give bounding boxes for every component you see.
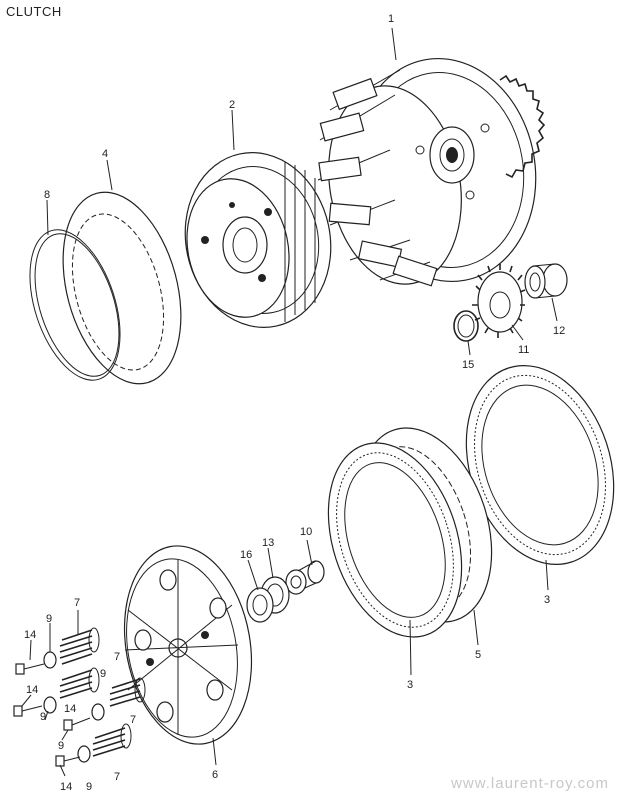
callout-1: 1 <box>388 13 394 25</box>
callout-5: 5 <box>475 649 481 661</box>
friction-disc-3-left <box>327 442 463 638</box>
callout-14-b: 14 <box>26 684 38 696</box>
clutch-plate-4 <box>62 191 182 385</box>
clutch-center <box>184 152 332 328</box>
callout-9-a: 9 <box>46 613 52 625</box>
callout-3-right: 3 <box>544 594 550 606</box>
callout-14-c: 14 <box>64 703 76 715</box>
callout-10: 10 <box>300 526 312 538</box>
callout-12: 12 <box>553 325 565 337</box>
washer-9-d <box>77 745 91 763</box>
watermark: www.laurent-roy.com <box>451 775 609 792</box>
spring-7-a <box>59 627 100 665</box>
callout-11: 11 <box>518 344 529 356</box>
callout-8: 8 <box>44 189 50 201</box>
washer-9-a <box>43 651 57 669</box>
callout-7-a: 7 <box>74 597 80 609</box>
callout-15: 15 <box>462 359 474 371</box>
bushing-12 <box>524 263 568 299</box>
bolt-14-c <box>63 717 91 731</box>
washer-9-c <box>91 703 105 721</box>
callout-6: 6 <box>212 769 218 781</box>
callout-9-b: 9 <box>100 668 106 680</box>
snap-ring-15 <box>453 310 479 342</box>
lifter-piece-10 <box>285 560 325 595</box>
callout-2: 2 <box>229 99 235 111</box>
bolt-14-a <box>15 663 45 675</box>
spring-7-c <box>109 677 146 707</box>
washer-9-b <box>43 696 57 714</box>
spring-7-d <box>92 723 132 757</box>
callout-9-d: 9 <box>58 740 64 752</box>
spring-7-b <box>59 667 100 699</box>
callout-16: 16 <box>240 549 252 561</box>
wire-ring-8 <box>29 229 121 381</box>
callout-14-d: 14 <box>60 781 72 793</box>
diagram-title: CLUTCH <box>6 4 62 19</box>
bolt-14-d <box>55 755 81 767</box>
callout-9-e: 9 <box>86 781 92 793</box>
clutch-outer-housing <box>317 57 546 287</box>
callout-7-c: 7 <box>130 714 136 726</box>
leader-lines <box>21 27 558 777</box>
callout-7-b: 7 <box>114 651 120 663</box>
callout-4: 4 <box>102 148 108 160</box>
callout-14-a: 14 <box>24 629 36 641</box>
callout-13: 13 <box>262 537 274 549</box>
washer-16 <box>246 587 274 623</box>
callout-7-d: 7 <box>114 771 120 783</box>
callout-9-c: 9 <box>40 711 46 723</box>
callout-3-left: 3 <box>407 679 413 691</box>
pressure-plate-6 <box>123 545 253 745</box>
bolt-14-b <box>13 705 43 717</box>
